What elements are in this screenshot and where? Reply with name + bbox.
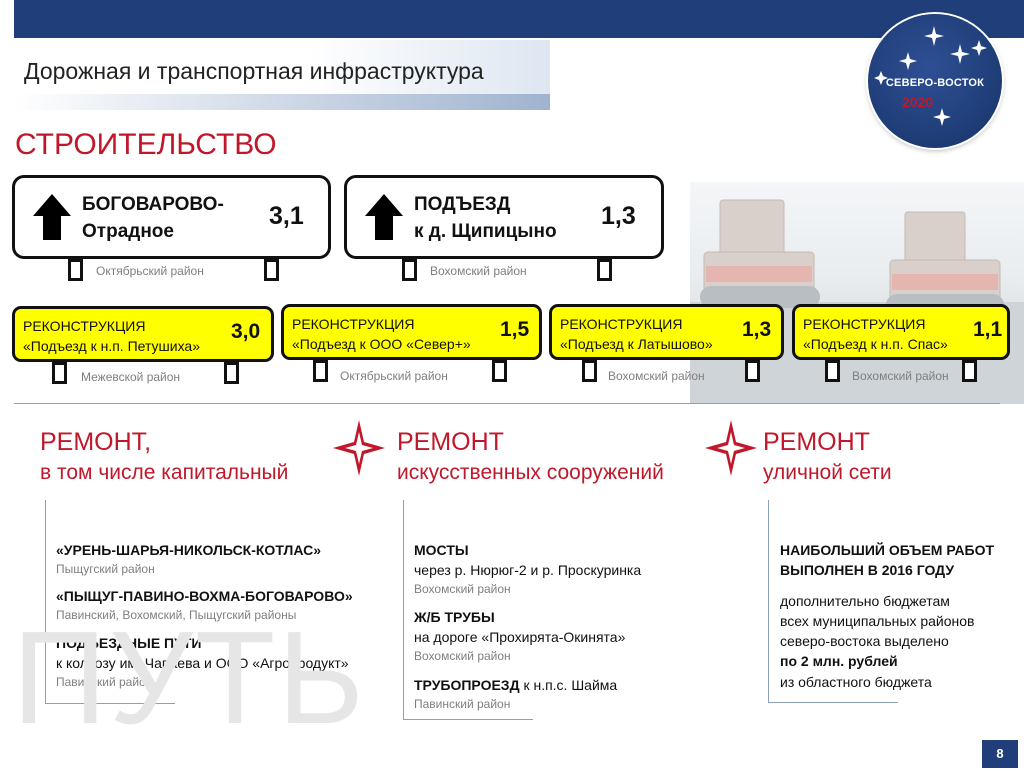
section-divider xyxy=(14,403,1000,404)
result-text: из областного бюджета xyxy=(780,674,932,690)
district-label: Вохомский район xyxy=(852,369,949,383)
result-text: дополнительно бюджетам xyxy=(780,593,950,609)
reconstruction-title: РЕКОНСТРУКЦИЯ xyxy=(560,316,683,332)
column-line xyxy=(45,500,46,703)
repair-heading: РЕМОНТ, xyxy=(40,428,152,456)
page-number: 8 xyxy=(982,740,1018,768)
district-label: Вохомский район xyxy=(414,649,511,663)
repair-road-name: «УРЕНЬ-ШАРЬЯ-НИКОЛЬСК-КОТЛАС» xyxy=(56,542,322,558)
repair-structure-line: ТРУБОПРОЕЗД к н.п.с. Шайма xyxy=(414,677,618,693)
stars-icon xyxy=(874,26,987,126)
construction-sign: БОГОВАРОВО- Отрадное 3,1 xyxy=(12,175,331,259)
sign-post xyxy=(52,362,67,384)
repair-heading: РЕМОНТ xyxy=(397,428,504,456)
repair-road-name: «ПЫЩУГ-ПАВИНО-ВОХМА-БОГОВАРОВО» xyxy=(56,588,353,604)
sign-post xyxy=(68,259,83,281)
district-label: Межевской район xyxy=(81,370,181,384)
repair-subheading: уличной сети xyxy=(763,461,892,484)
star-icon xyxy=(333,420,385,476)
reconstruction-sign: РЕКОНСТРУКЦИЯ «Подъезд к н.п. Спас» 1,1 xyxy=(792,304,1010,360)
repair-structure-name: МОСТЫ xyxy=(414,542,469,558)
construction-heading: СТРОИТЕЛЬСТВО xyxy=(15,128,277,161)
column-line xyxy=(403,500,404,719)
logo-year: 2020 xyxy=(902,94,934,110)
reconstruction-sign: РЕКОНСТРУКЦИЯ «Подъезд к Латышово» 1,3 xyxy=(549,304,784,360)
column-line xyxy=(768,500,769,702)
district-label: Вохомский район xyxy=(430,264,527,278)
sign-post xyxy=(224,362,239,384)
sign-post xyxy=(745,360,760,382)
reconstruction-title: РЕКОНСТРУКЦИЯ xyxy=(23,318,146,334)
sign-name: ПОДЪЕЗД к д. Щипицыно xyxy=(414,194,557,242)
district-label: Павинский район xyxy=(414,697,511,711)
result-text: всех муниципальных районов xyxy=(780,613,975,629)
repair-road-name: ПОДЪЕЗДНЫЕ ПУТИ xyxy=(56,635,202,651)
page-title: Дорожная и транспортная инфраструктура xyxy=(24,58,484,84)
reconstruction-road: «Подъезд к ООО «Север+» xyxy=(292,336,471,352)
top-bar xyxy=(14,0,1024,38)
reconstruction-length: 1,1 xyxy=(973,318,1003,341)
district-label: Вохомский район xyxy=(608,369,705,383)
result-headline: НАИБОЛЬШИЙ ОБЪЕМ РАБОТ xyxy=(780,542,995,558)
repair-subheading: в том числе капитальный xyxy=(40,461,289,484)
sign-length: 1,3 xyxy=(601,202,636,230)
sign-post xyxy=(825,360,840,382)
sign-post xyxy=(582,360,597,382)
result-amount: по 2 млн. рублей xyxy=(780,653,898,669)
district-label: Вохомский район xyxy=(414,582,511,596)
arrow-up-icon xyxy=(33,194,71,240)
sign-post xyxy=(962,360,977,382)
sign-post xyxy=(492,360,507,382)
reconstruction-length: 3,0 xyxy=(231,320,261,343)
sign-length: 3,1 xyxy=(269,202,304,230)
result-text: северо-востока выделено xyxy=(780,633,949,649)
district-label: Павинский, Вохомский, Пыщугский районы xyxy=(56,608,297,622)
logo-text: СЕВЕРО-ВОСТОК xyxy=(885,77,985,89)
district-label: Октябрьский район xyxy=(340,369,448,383)
column-line xyxy=(768,702,898,703)
repair-road-detail: к колхозу им. Чапаева и ООО «Агропродукт… xyxy=(56,655,349,671)
repair-structure-name: Ж/Б ТРУБЫ xyxy=(414,609,495,625)
sign-post xyxy=(597,259,612,281)
reconstruction-length: 1,3 xyxy=(742,318,772,341)
sign-post xyxy=(313,360,328,382)
construction-sign: ПОДЪЕЗД к д. Щипицыно 1,3 xyxy=(344,175,664,259)
district-label: Павинский район xyxy=(56,675,153,689)
sign-name: БОГОВАРОВО- Отрадное xyxy=(82,194,224,242)
repair-subheading: искусственных сооружений xyxy=(397,461,664,484)
column-line xyxy=(403,719,533,720)
result-headline: ВЫПОЛНЕН В 2016 ГОДУ xyxy=(780,562,955,578)
reconstruction-length: 1,5 xyxy=(500,318,530,341)
column-line xyxy=(45,703,175,704)
star-icon xyxy=(705,420,757,476)
reconstruction-road: «Подъезд к н.п. Петушиха» xyxy=(23,338,201,354)
reconstruction-sign: РЕКОНСТРУКЦИЯ «Подъезд к ООО «Север+» 1,… xyxy=(281,304,542,360)
title-bar-gradient xyxy=(14,94,550,110)
watermark: ПУТЬ xyxy=(12,604,366,751)
district-label: Октябрьский район xyxy=(96,264,204,278)
reconstruction-road: «Подъезд к Латышово» xyxy=(560,336,713,352)
repair-structure-detail: через р. Нюрюг-2 и р. Проскуринка xyxy=(414,562,642,578)
reconstruction-title: РЕКОНСТРУКЦИЯ xyxy=(803,316,926,332)
sign-post xyxy=(264,259,279,281)
arrow-up-icon xyxy=(365,194,403,240)
district-label: Пыщугский район xyxy=(56,562,155,576)
reconstruction-sign: РЕКОНСТРУКЦИЯ «Подъезд к н.п. Петушиха» … xyxy=(12,306,274,362)
reconstruction-title: РЕКОНСТРУКЦИЯ xyxy=(292,316,415,332)
repair-heading: РЕМОНТ xyxy=(763,428,870,456)
repair-structure-detail: на дороге «Прохирята-Окинята» xyxy=(414,629,626,645)
sign-post xyxy=(402,259,417,281)
logo: СЕВЕРО-ВОСТОК 2020 xyxy=(868,14,1002,148)
reconstruction-road: «Подъезд к н.п. Спас» xyxy=(803,336,948,352)
